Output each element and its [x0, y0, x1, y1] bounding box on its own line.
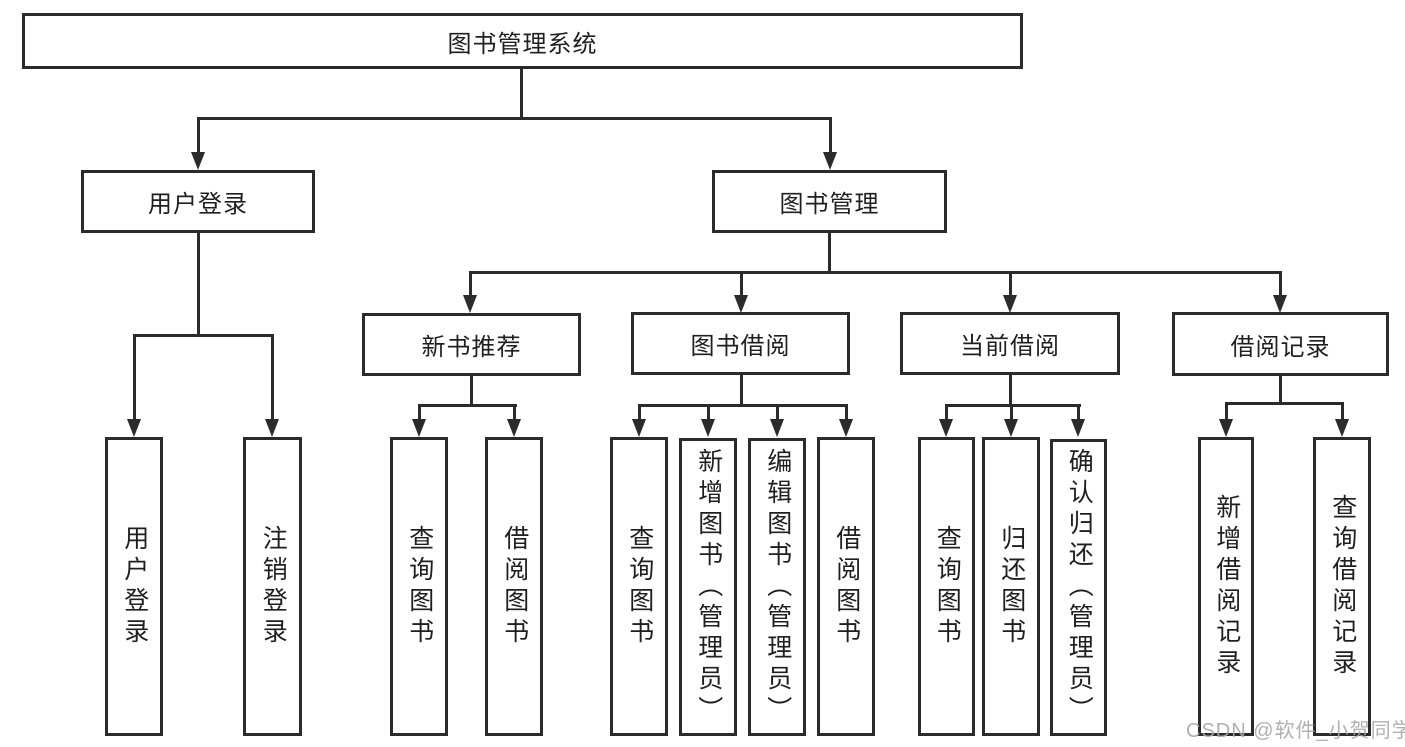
connector-to-leaf-query-books-3 [945, 404, 948, 424]
leaf-user-login-label: 用户登录 [120, 524, 149, 649]
connector-current-borrow-rail [945, 404, 1081, 407]
leaf-query-borrow-record-label: 查询借阅记录 [1328, 493, 1357, 680]
arrowhead-leaf-return-books-icon [1004, 419, 1018, 437]
connector-user-login-stub [197, 231, 200, 336]
arrowhead-leaf-query-borrow-record-icon [1335, 419, 1349, 437]
leaf-return-books: 归还图书 [982, 437, 1040, 736]
connector-to-leaf-borrow-books-1 [513, 404, 516, 424]
arrowhead-leaf-query-books-1-icon [412, 419, 426, 437]
leaf-confirm-return-admin: 确认归还（管理员） [1050, 439, 1107, 736]
connector-book-borrow-stub [740, 374, 743, 406]
arrowhead-leaf-logout-icon [265, 419, 279, 437]
connector-to-current-borrow [1009, 271, 1012, 299]
leaf-add-borrow-record: 新增借阅记录 [1198, 437, 1254, 736]
connector-to-leaf-query-books-2 [638, 404, 641, 424]
leaf-query-books-3: 查询图书 [918, 437, 975, 736]
leaf-edit-books-admin: 编辑图书（管理员） [748, 438, 806, 736]
leaf-borrow-books-1-label: 借阅图书 [500, 524, 529, 649]
connector-to-leaf-borrow-books-2 [845, 404, 848, 424]
node-book-management: 图书管理 [712, 170, 947, 233]
node-borrow-records: 借阅记录 [1172, 312, 1389, 376]
arrowhead-leaf-query-books-3-icon [939, 419, 953, 437]
connector-level2-rail [469, 271, 1282, 274]
leaf-edit-books-admin-label: 编辑图书（管理员） [763, 447, 792, 727]
connector-to-leaf-query-borrow-record [1341, 402, 1344, 424]
connector-to-leaf-user-login [133, 334, 136, 422]
watermark: CSDN @软件_小贺同学 [1186, 720, 1405, 742]
connector-to-leaf-edit-books [776, 404, 779, 424]
leaf-borrow-books-2: 借阅图书 [817, 437, 875, 736]
leaf-query-books-1-label: 查询图书 [405, 524, 434, 649]
connector-new-book-recommend-stub [470, 374, 473, 406]
arrowhead-leaf-add-borrow-record-icon [1219, 419, 1233, 437]
leaf-query-borrow-record: 查询借阅记录 [1313, 437, 1371, 736]
leaf-query-books-1: 查询图书 [390, 437, 448, 736]
leaf-confirm-return-admin-label: 确认归还（管理员） [1065, 448, 1094, 727]
connector-level1-rail [197, 117, 832, 120]
leaf-user-login: 用户登录 [105, 437, 163, 736]
connector-to-book-management [829, 117, 832, 156]
connector-to-leaf-add-borrow-record [1225, 402, 1228, 424]
leaf-logout-label: 注销登录 [259, 524, 288, 649]
connector-user-login-rail [133, 334, 274, 337]
connector-book-management-stub [828, 231, 831, 274]
arrowhead-leaf-edit-books-icon [770, 419, 784, 437]
arrowhead-leaf-user-login-icon [127, 419, 141, 437]
arrowhead-current-borrow-icon [1003, 295, 1017, 313]
node-user-login: 用户登录 [81, 170, 315, 233]
arrowhead-leaf-add-books-icon [701, 419, 715, 437]
connector-to-user-login [197, 117, 200, 156]
node-root: 图书管理系统 [22, 13, 1023, 69]
arrowhead-leaf-confirm-return-icon [1071, 419, 1085, 437]
leaf-query-books-2-label: 查询图书 [625, 524, 654, 649]
arrowhead-book-borrow-icon [734, 295, 748, 313]
node-current-borrow: 当前借阅 [900, 312, 1120, 375]
connector-root-stub [520, 69, 523, 120]
connector-to-leaf-logout [271, 334, 274, 422]
arrowhead-leaf-query-books-2-icon [632, 419, 646, 437]
connector-current-borrow-stub [1009, 374, 1012, 406]
connector-book-borrow-rail [638, 404, 848, 407]
connector-new-book-recommend-rail [418, 404, 517, 407]
leaf-return-books-label: 归还图书 [997, 524, 1026, 649]
connector-to-leaf-return-books [1010, 404, 1013, 424]
leaf-logout: 注销登录 [243, 437, 302, 736]
leaf-query-books-2: 查询图书 [610, 437, 668, 736]
leaf-borrow-books-1: 借阅图书 [485, 437, 543, 736]
arrowhead-book-management-icon [823, 152, 837, 170]
node-new-book-recommend: 新书推荐 [362, 313, 581, 376]
leaf-borrow-books-2-label: 借阅图书 [832, 524, 861, 649]
connector-to-borrow-records [1279, 271, 1282, 299]
node-book-borrow: 图书借阅 [631, 312, 850, 375]
connector-to-book-borrow [740, 271, 743, 299]
arrowhead-borrow-records-icon [1273, 295, 1287, 313]
connector-borrow-records-stub [1279, 374, 1282, 404]
arrowhead-leaf-borrow-books-1-icon [507, 419, 521, 437]
leaf-add-borrow-record-label: 新增借阅记录 [1212, 493, 1241, 680]
leaf-add-books-admin-label: 新增图书（管理员） [694, 447, 723, 727]
connector-to-new-book-recommend [469, 271, 472, 299]
connector-borrow-records-rail [1225, 402, 1344, 405]
leaf-query-books-3-label: 查询图书 [933, 524, 962, 649]
connector-to-leaf-add-books [707, 404, 710, 424]
arrowhead-leaf-borrow-books-2-icon [839, 419, 853, 437]
arrowhead-new-book-recommend-icon [463, 295, 477, 313]
connector-to-leaf-confirm-return [1077, 404, 1080, 424]
connector-to-leaf-query-books-1 [418, 404, 421, 424]
arrowhead-user-login-icon [191, 152, 205, 170]
leaf-add-books-admin: 新增图书（管理员） [679, 438, 737, 736]
